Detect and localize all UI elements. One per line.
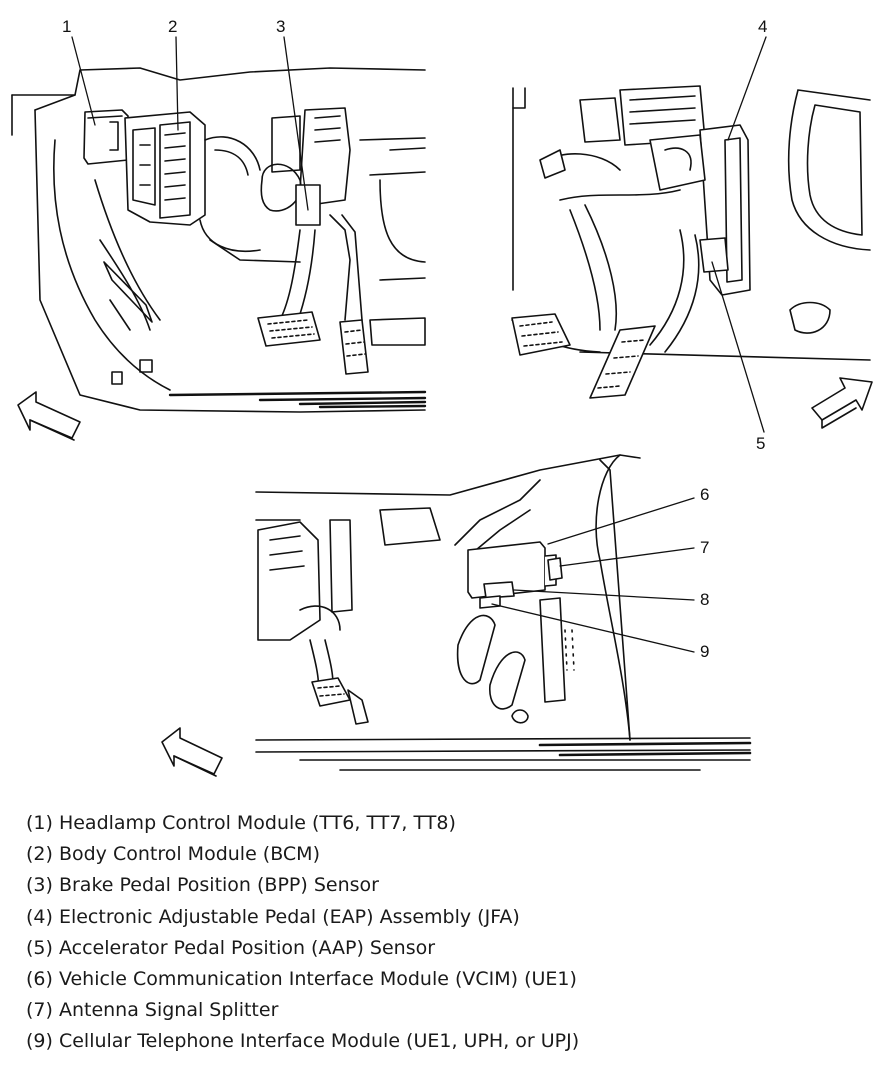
legend-item: (6) Vehicle Communication Interface Modu… xyxy=(26,967,577,990)
panel-driver-side-right-view xyxy=(511,85,873,429)
accelerator-pedal-pad-right xyxy=(589,325,656,399)
legend-item: (2) Body Control Module (BCM) xyxy=(26,843,320,866)
electronic-adjustable-pedal-assembly xyxy=(649,124,751,296)
headlamp-control-module xyxy=(83,109,129,165)
brake-pedal-pad-bottom xyxy=(311,677,351,707)
legend-item: (7) Antenna Signal Splitter xyxy=(26,999,279,1022)
brake-pedal-assembly xyxy=(260,107,363,321)
legend-item: (1) Headlamp Control Module (TT6, TT7, T… xyxy=(26,812,456,834)
component-locator-diagram: 1 2 3 4 5 6 7 8 9 xyxy=(11,17,873,777)
antenna-signal-splitter xyxy=(547,557,563,581)
callout-5: 5 xyxy=(756,434,765,453)
legend-item: (4) Electronic Adjustable Pedal (EAP) As… xyxy=(26,905,520,928)
forward-direction-arrow-bottom xyxy=(161,727,223,777)
leader-lines xyxy=(71,36,767,653)
brake-pedal-pad-right xyxy=(511,313,571,356)
legend-item: (5) Accelerator Pedal Position (AAP) Sen… xyxy=(26,936,436,959)
callout-9: 9 xyxy=(700,642,709,661)
callout-8: 8 xyxy=(700,590,709,609)
brake-pedal-pad xyxy=(257,311,321,347)
callout-7: 7 xyxy=(700,538,709,557)
legend-item: (3) Brake Pedal Position (BPP) Sensor xyxy=(26,874,379,897)
component-legend: (1) Headlamp Control Module (TT6, TT7, T… xyxy=(26,808,876,1058)
accelerator-pedal-position-sensor xyxy=(699,237,729,273)
callout-4: 4 xyxy=(758,17,767,36)
accelerator-pedal-pad-left xyxy=(339,319,369,375)
callout-2: 2 xyxy=(168,17,177,36)
body-control-module xyxy=(124,111,206,226)
vcim-connector xyxy=(479,581,515,609)
forward-direction-arrow-right xyxy=(811,377,873,429)
panel-driver-side-left-view xyxy=(11,67,427,441)
callout-numbers: 1 2 3 4 5 6 7 8 9 xyxy=(62,17,767,661)
callout-3: 3 xyxy=(276,17,285,36)
forward-direction-arrow-left xyxy=(17,391,81,441)
legend-item: (9) Cellular Telephone Interface Module … xyxy=(26,1030,580,1053)
callout-1: 1 xyxy=(62,17,71,36)
panel-passenger-side-view xyxy=(161,454,752,777)
callout-6: 6 xyxy=(700,485,709,504)
